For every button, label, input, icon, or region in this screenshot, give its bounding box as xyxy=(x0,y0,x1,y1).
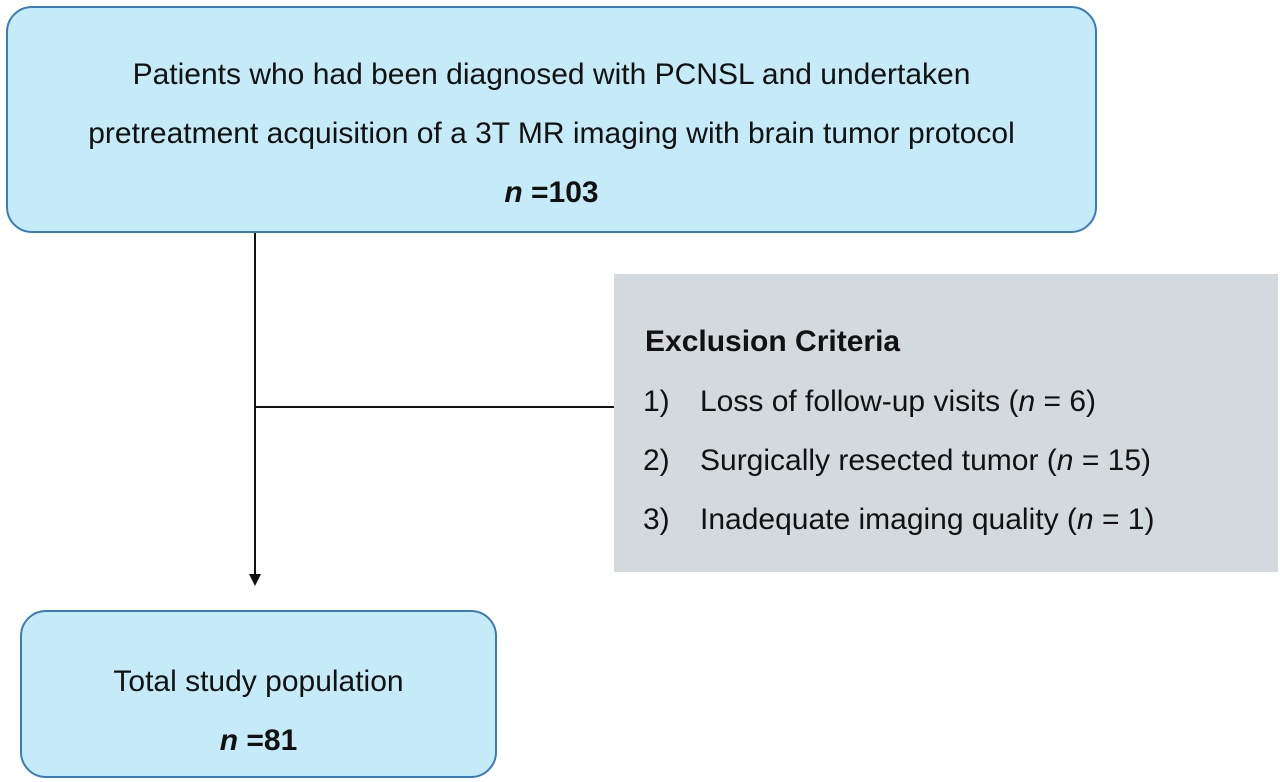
exclusion-item-value: = 6) xyxy=(1035,385,1097,418)
n-label: n xyxy=(1018,385,1036,418)
exclusion-item-text: Surgically resected tumor ( xyxy=(700,444,1057,477)
exclusion-item: 3) Inadequate imaging quality (n = 1) xyxy=(643,502,1154,538)
exclusion-criteria-title: Exclusion Criteria xyxy=(645,325,901,358)
final-cohort-title: Total study population xyxy=(113,665,404,698)
initial-cohort-line-1: Patients who had been diagnosed with PCN… xyxy=(132,58,971,91)
exclusion-item-text: Loss of follow-up visits ( xyxy=(700,385,1019,418)
arrow-head-icon xyxy=(249,574,261,586)
n-label: n xyxy=(1076,503,1094,536)
exclusion-item: 2) Surgically resected tumor (n = 15) xyxy=(643,443,1151,479)
final-cohort-count: n =81 xyxy=(22,723,495,759)
n-label: n xyxy=(504,176,523,209)
exclusion-criteria-box: Exclusion Criteria 1) Loss of follow-up v… xyxy=(614,274,1278,572)
exclusion-item-number: 1) xyxy=(643,385,670,418)
exclusion-item-text: Inadequate imaging quality ( xyxy=(700,503,1077,536)
initial-cohort-box: Patients who had been diagnosed with PCN… xyxy=(6,6,1097,233)
initial-cohort-count: n =103 xyxy=(8,175,1095,211)
count-value: =81 xyxy=(238,724,298,757)
exclusion-item-value: = 1) xyxy=(1093,503,1155,536)
final-cohort-box: Total study population n =81 xyxy=(20,610,497,778)
n-label: n xyxy=(219,724,239,757)
initial-cohort-line-2: pretreatment acquisition of a 3T MR imag… xyxy=(88,117,1015,150)
exclusion-item-value: = 15) xyxy=(1073,444,1152,477)
exclusion-item-number: 3) xyxy=(643,503,670,536)
count-value: =103 xyxy=(522,176,599,209)
exclusion-item-number: 2) xyxy=(643,444,670,477)
n-label: n xyxy=(1056,444,1074,477)
exclusion-item: 1) Loss of follow-up visits (n = 6) xyxy=(643,384,1096,420)
